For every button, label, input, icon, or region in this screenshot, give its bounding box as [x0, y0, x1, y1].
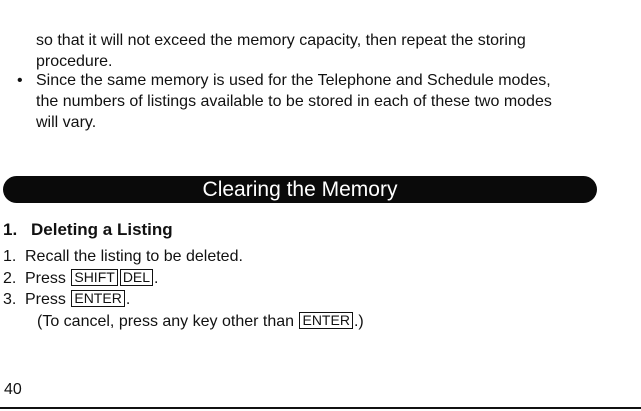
- key-shift: SHIFT: [71, 269, 118, 286]
- key-del: DEL: [119, 269, 154, 286]
- step-number: 2.: [3, 270, 17, 287]
- note-prefix: (To cancel, press any key other than: [37, 313, 295, 330]
- step-text: Recall the listing to be deleted.: [25, 248, 243, 265]
- intro-line-2: procedure.: [36, 53, 113, 70]
- key-enter: ENTER: [299, 312, 353, 329]
- step-text: Press: [25, 291, 66, 308]
- section-heading: 1. Deleting a Listing: [3, 219, 173, 241]
- banner-title: Clearing the Memory: [202, 178, 398, 201]
- bullet-line-3: will vary.: [36, 114, 97, 131]
- section-banner: Clearing the Memory: [3, 176, 597, 203]
- step-text: Press: [25, 270, 66, 287]
- section-title: Deleting a Listing: [31, 220, 173, 239]
- step-number: 3.: [3, 291, 17, 308]
- section-number: 1.: [3, 220, 18, 239]
- key-enter: ENTER: [71, 290, 125, 307]
- bottom-rule: [0, 407, 641, 409]
- step-3: 3. Press ENTER.: [3, 289, 130, 310]
- cancel-note: (To cancel, press any key other than ENT…: [37, 311, 364, 332]
- intro-line-1: so that it will not exceed the memory ca…: [36, 32, 526, 49]
- step-1: 1. Recall the listing to be deleted.: [3, 246, 243, 267]
- bullet-icon: •: [17, 72, 23, 89]
- bullet-line-1: Since the same memory is used for the Te…: [36, 72, 551, 89]
- bullet-line-2: the numbers of listings available to be …: [36, 93, 552, 110]
- step-end: .: [154, 270, 159, 287]
- page-number: 40: [4, 381, 22, 398]
- note-suffix: .): [353, 313, 364, 330]
- step-end: .: [125, 291, 131, 308]
- step-number: 1.: [3, 248, 17, 265]
